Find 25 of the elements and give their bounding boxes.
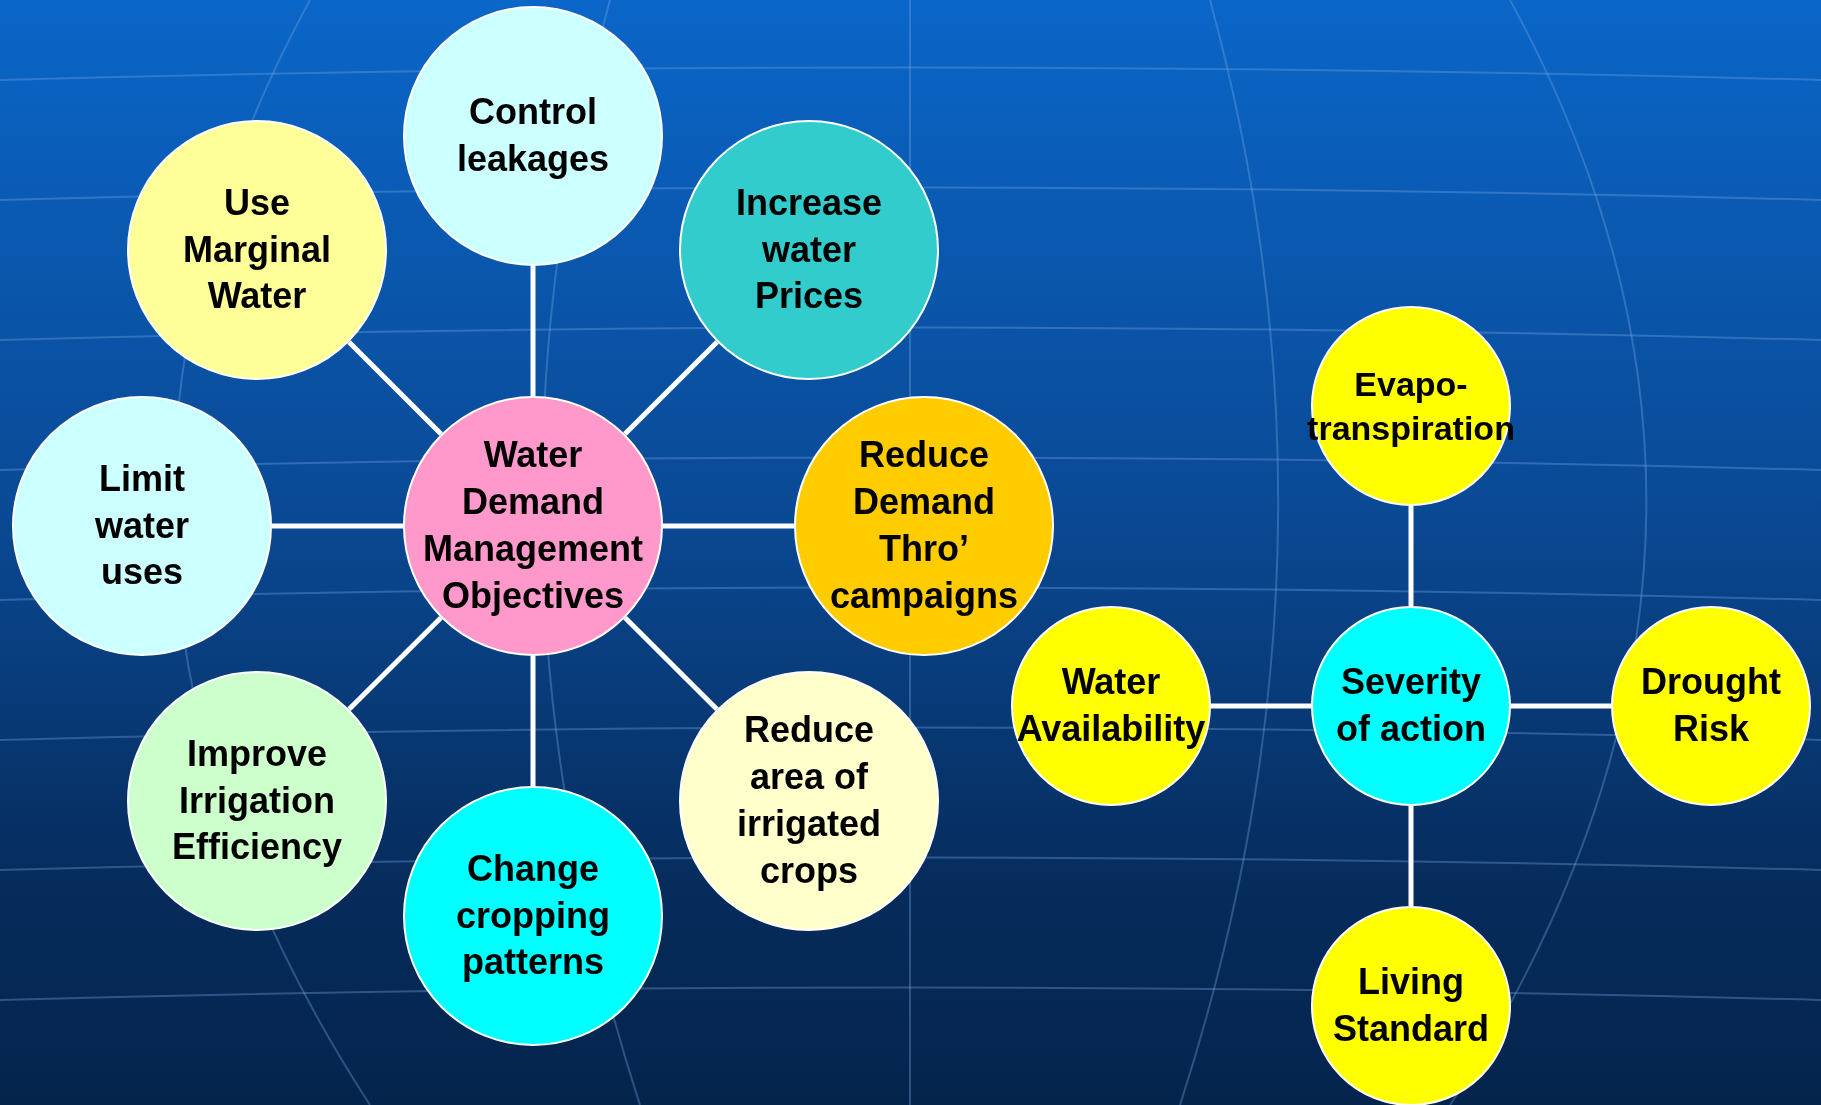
- node-label: Water Demand Management Objectives: [423, 433, 643, 618]
- node-label: Control leakages: [455, 90, 611, 181]
- connector-line: [663, 523, 794, 529]
- node-label: Change cropping patterns: [455, 846, 611, 985]
- connector-line: [347, 340, 443, 436]
- connector-line: [1211, 703, 1311, 709]
- node-label: Improve Irrigation Efficiency: [170, 731, 344, 870]
- node-label: Drought Risk: [1640, 660, 1782, 751]
- node-label: Water Availability: [1015, 660, 1207, 751]
- node-label: Reduce Demand Thro’ campaigns: [828, 433, 1020, 618]
- connector-line: [272, 523, 403, 529]
- connector-line: [623, 616, 719, 711]
- connector-line: [1408, 806, 1414, 906]
- connector-line: [1511, 703, 1611, 709]
- node-label: Reduce area of irrigated crops: [735, 708, 882, 893]
- node-label: Limit water uses: [93, 456, 190, 595]
- node-label: Increase water Prices: [734, 180, 884, 319]
- node-label: Living Standard: [1332, 960, 1490, 1051]
- node-label: Use Marginal Water: [182, 180, 332, 319]
- connector-line: [530, 656, 536, 786]
- connector-line: [1408, 506, 1414, 606]
- connector-line: [347, 616, 443, 711]
- connector-line: [623, 340, 719, 436]
- node-label: Severity of action: [1335, 660, 1487, 751]
- connector-line: [530, 266, 536, 396]
